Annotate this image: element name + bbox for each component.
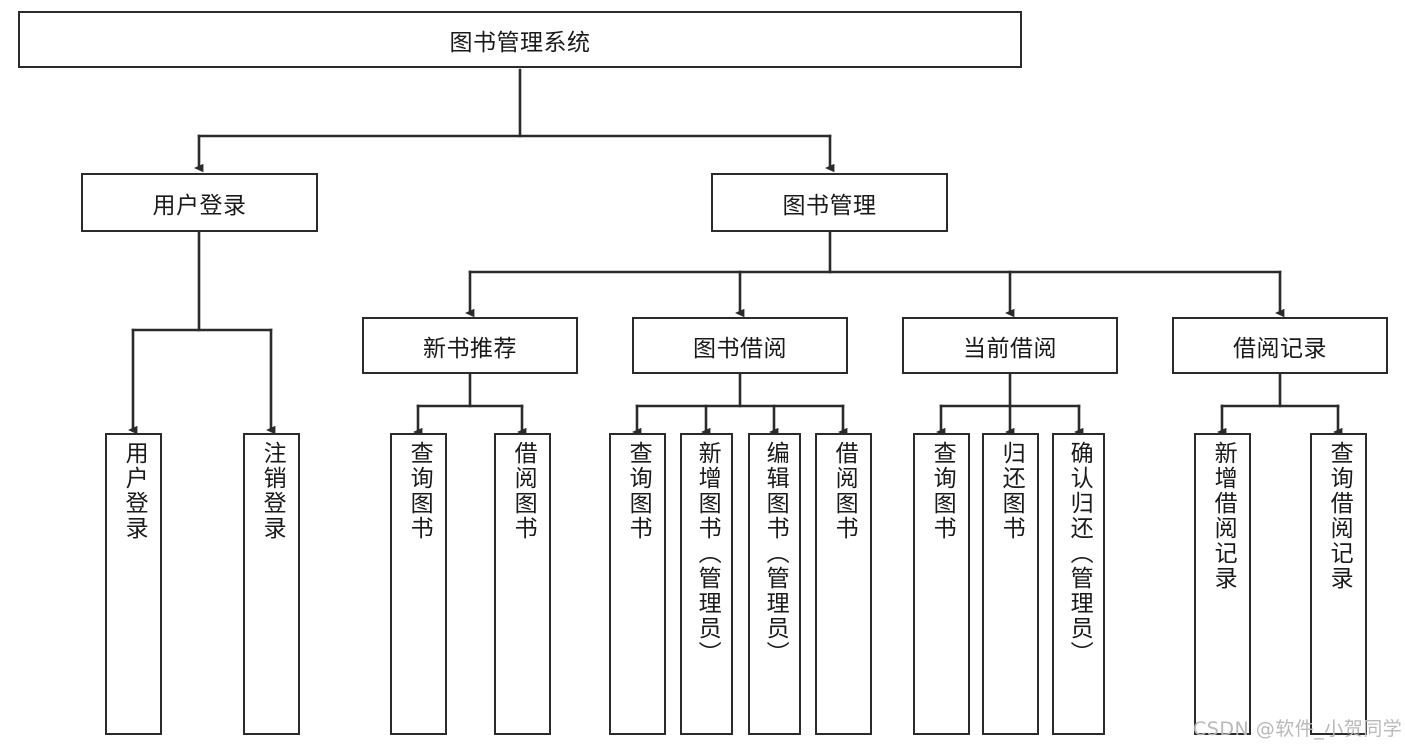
node-current-borrow[interactable]: 当前借阅 [902, 317, 1118, 374]
leaf-label: 查询借阅记录 [1326, 441, 1353, 591]
node-book-management[interactable]: 图书管理 [711, 173, 948, 232]
leaf-label: 新增借阅记录 [1210, 441, 1237, 591]
leaf-label: 查询图书 [929, 441, 956, 541]
leaf-book-borrow-edit[interactable]: 编辑图书（管理员） [748, 433, 801, 735]
leaf-user-login-login[interactable]: 用户登录 [105, 433, 162, 735]
node-root[interactable]: 图书管理系统 [18, 11, 1022, 68]
node-book-borrow[interactable]: 图书借阅 [632, 317, 848, 374]
node-user-login[interactable]: 用户登录 [81, 173, 318, 232]
leaf-label: 查询图书 [406, 441, 433, 541]
node-new-book-recommend-label: 新书推荐 [423, 335, 517, 362]
node-book-borrow-label: 图书借阅 [693, 335, 787, 362]
leaf-label: 确认归还（管理员） [1066, 441, 1093, 666]
leaf-label: 编辑图书（管理员） [762, 441, 789, 666]
leaf-borrow-record-add[interactable]: 新增借阅记录 [1194, 433, 1251, 735]
node-book-management-label: 图书管理 [782, 192, 877, 219]
node-new-book-recommend[interactable]: 新书推荐 [362, 317, 578, 374]
leaf-current-borrow-query[interactable]: 查询图书 [913, 433, 970, 735]
node-user-login-label: 用户登录 [152, 192, 247, 219]
csdn-watermark: CSDN @软件_小贺同学 [1193, 718, 1403, 740]
leaf-book-borrow-borrow[interactable]: 借阅图书 [815, 433, 872, 735]
node-borrow-record[interactable]: 借阅记录 [1172, 317, 1388, 374]
leaf-user-login-logout[interactable]: 注销登录 [243, 433, 300, 735]
leaf-new-book-borrow[interactable]: 借阅图书 [494, 433, 551, 735]
leaf-label: 借阅图书 [831, 441, 858, 541]
leaf-label: 用户登录 [121, 441, 148, 541]
node-root-label: 图书管理系统 [449, 29, 591, 56]
leaf-current-borrow-confirm[interactable]: 确认归还（管理员） [1052, 433, 1105, 735]
node-borrow-record-label: 借阅记录 [1233, 335, 1327, 362]
leaf-current-borrow-return[interactable]: 归还图书 [982, 433, 1039, 735]
leaf-label: 新增图书（管理员） [694, 441, 721, 666]
leaf-new-book-query[interactable]: 查询图书 [390, 433, 447, 735]
leaf-borrow-record-query[interactable]: 查询借阅记录 [1310, 433, 1367, 735]
leaf-book-borrow-add[interactable]: 新增图书（管理员） [680, 433, 733, 735]
leaf-label: 借阅图书 [510, 441, 537, 541]
node-current-borrow-label: 当前借阅 [963, 335, 1057, 362]
leaf-label: 归还图书 [998, 441, 1025, 541]
leaf-label: 查询图书 [625, 441, 652, 541]
leaf-label: 注销登录 [259, 441, 286, 541]
leaf-book-borrow-query[interactable]: 查询图书 [609, 433, 666, 735]
